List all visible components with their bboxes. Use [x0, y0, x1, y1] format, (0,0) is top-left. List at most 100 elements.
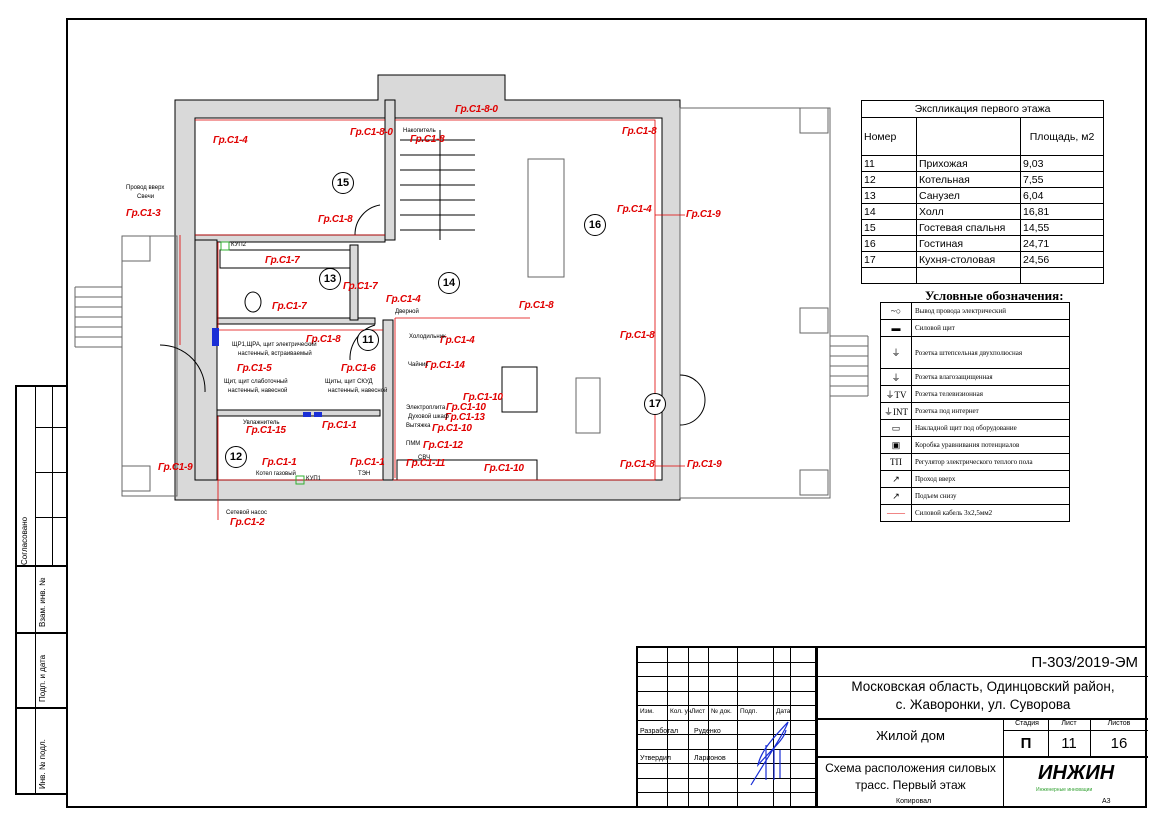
room-number: 12: [225, 446, 247, 468]
plan-note: КУП1: [306, 476, 322, 482]
explication-cell: 11: [861, 155, 917, 172]
cable-group-label: Гр.С1-4: [386, 294, 421, 305]
interior-wall: [384, 99, 396, 241]
approved-name: Ларионов: [694, 755, 726, 762]
cable-group-label: Гр.С1-10: [446, 402, 486, 413]
explication-cell: 14: [861, 203, 917, 220]
company-logo: ИНЖИН: [1038, 762, 1115, 784]
cable-group-label: Гр.С1-3: [126, 208, 161, 219]
room-number: 13: [319, 268, 341, 290]
format-label: А3: [1102, 798, 1111, 805]
cable-group-label: Гр.С1-8: [519, 300, 554, 311]
legend-text: Силовой кабель 3х2,5мм2: [911, 504, 1070, 522]
legend-text: Розетка телевизионная: [911, 385, 1070, 403]
legend-text: Подъем снизу: [911, 487, 1070, 505]
column: [799, 307, 829, 334]
column: [121, 235, 151, 262]
socket-internet-icon: ⏚INT: [880, 402, 912, 420]
dining-table: [575, 377, 601, 434]
explication-cell: Кухня-столовая: [916, 251, 1021, 268]
plan-note: ЩР1,ЩРА, щит электрический: [232, 342, 317, 348]
plan-note: СВЧ: [418, 455, 431, 461]
cable-group-label: Гр.С1-8-0: [455, 104, 498, 115]
explication-cell: Санузел: [916, 187, 1021, 204]
plan-note: Дверной: [395, 309, 419, 315]
document-code: П-303/2019-ЭМ: [1031, 654, 1138, 671]
approved-label: Утвердил: [640, 755, 671, 762]
cable-group-label: Гр.С1-14: [425, 360, 465, 371]
cable-group-label: Гр.С1-2: [230, 517, 265, 528]
interior-wall: [382, 319, 394, 481]
skud-panel: [314, 412, 322, 417]
legend-row: ~○Вывод провода электрический: [880, 302, 1070, 320]
stage-header: Стадия: [1015, 720, 1039, 727]
legend-text: Розетка под интернет: [911, 402, 1070, 420]
plan-note: Накопитель: [403, 128, 436, 134]
plan-note: Провод вверх: [126, 185, 165, 191]
explication-cell: 14,55: [1020, 219, 1104, 236]
signature: [750, 721, 789, 786]
plan-note: Щиты, щит СКУД: [325, 379, 373, 385]
cable-group-label: Гр.С1-4: [213, 135, 248, 146]
legend-text: Силовой щит: [911, 319, 1070, 337]
plan-note: ПММ: [406, 441, 421, 447]
power-panel-shr1: [212, 328, 219, 346]
explication-cell: 9,03: [1020, 155, 1104, 172]
column: [799, 107, 829, 134]
plan-note: ТЭН: [358, 471, 371, 477]
plan-note: КУП2: [231, 242, 247, 248]
socket-waterproof-icon: ⏚: [880, 368, 912, 386]
explication-title: Экспликация первого этажа: [861, 100, 1104, 118]
column: [799, 469, 829, 496]
developed-label: Разработал: [640, 728, 679, 735]
plan-note: Котел газовый: [256, 471, 296, 477]
stamp-column-header: Дата: [776, 708, 791, 715]
cable-group-label: Гр.С1-1: [322, 420, 357, 431]
cable-group-label: Гр.С1-7: [343, 281, 378, 292]
steps-left: [74, 286, 122, 348]
explication-cell: 24,71: [1020, 235, 1104, 252]
explication-cell: Котельная: [916, 171, 1021, 188]
legend-row: ⏚Розетка влагозащищенная: [880, 368, 1070, 386]
steps-right: [830, 335, 869, 397]
cable-group-label: Гр.С1-13: [445, 412, 485, 423]
explication-cell: 12: [861, 171, 917, 188]
door-swing: [159, 344, 206, 393]
legend-text: Розетка штепсельная двухполюсная: [911, 336, 1070, 369]
cable-group-label: Гр.С1-10: [484, 463, 524, 474]
explication-cell: 16,81: [1020, 203, 1104, 220]
plan-note: Щит, щит слаботочный: [224, 379, 288, 385]
stamp-column-header: Кол. уч.: [670, 708, 694, 715]
door-swing: [354, 204, 381, 236]
room-number: 11: [357, 329, 379, 351]
cable-group-label: Гр.С1-15: [246, 425, 286, 436]
cable-group-label: Гр.С1-9: [158, 462, 193, 473]
side-stamp: Согласовано Взам. инв. № Подп. и дата Ин…: [15, 385, 68, 795]
explication-cell: 24,56: [1020, 251, 1104, 268]
cable-group-label: Гр.С1-4: [617, 204, 652, 215]
stamp-column-header: № док.: [711, 708, 732, 715]
cable-group-label: Гр.С1-8: [306, 334, 341, 345]
cable-group-label: Гр.С1-9: [686, 209, 721, 220]
developed-name: Руденко: [694, 728, 721, 735]
cable-group-label: Гр.С1-10: [432, 423, 472, 434]
plan-note: Духовой шкаф: [408, 414, 449, 420]
terrace-left: [121, 235, 178, 497]
cable-group-label: Гр.С1-9: [687, 459, 722, 470]
cable-group-label: Гр.С1-11: [406, 458, 445, 469]
pass-up-icon: ↗: [880, 470, 912, 488]
legend-text: Регулятор электрического теплого пола: [911, 453, 1070, 471]
stamp-column-header: Изм.: [640, 708, 654, 715]
cable-group-label: Гр.С1-7: [265, 255, 300, 266]
power-cables: [179, 119, 685, 520]
potential-box-icon: ▣: [880, 436, 912, 454]
cable-group-label: Гр.С1-1: [350, 457, 385, 468]
cable-group-label: Гр.С1-8-0: [350, 127, 393, 138]
legend-table: ~○Вывод провода электрический▬Силовой щи…: [880, 302, 1070, 522]
